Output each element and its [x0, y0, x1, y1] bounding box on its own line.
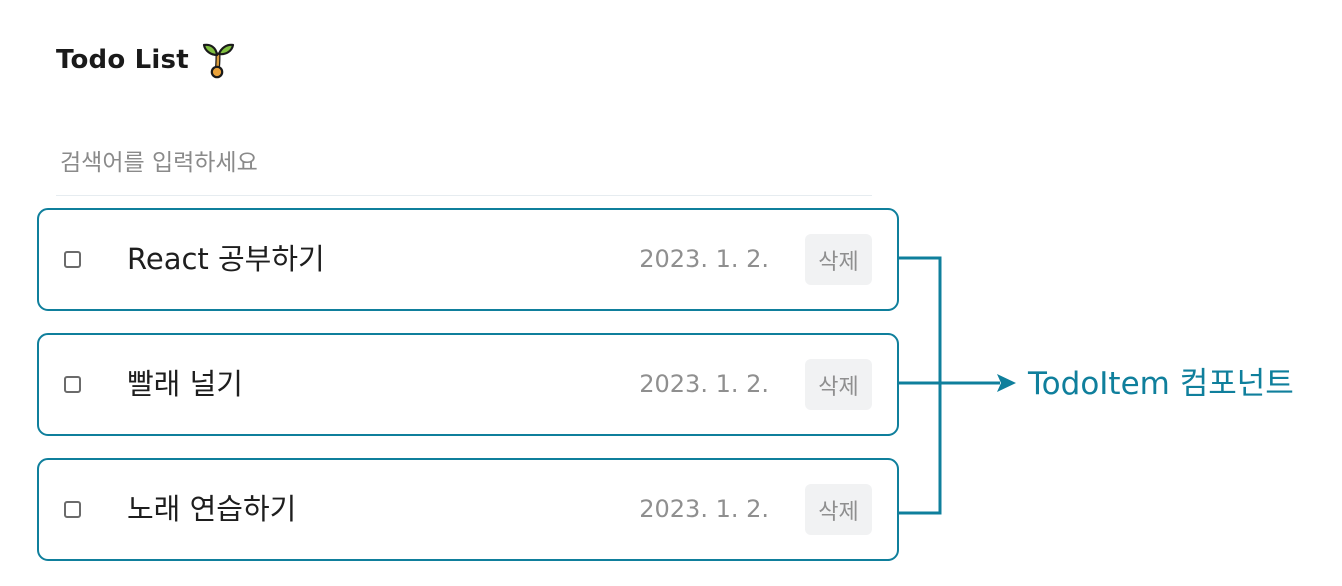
- todo-content: 노래 연습하기: [127, 492, 297, 526]
- page-title: Todo List: [56, 40, 235, 80]
- todo-item: 노래 연습하기 2023. 1. 2. 삭제: [37, 458, 899, 561]
- todo-date: 2023. 1. 2.: [639, 495, 769, 523]
- sprout-icon: [202, 43, 234, 79]
- todo-date: 2023. 1. 2.: [639, 370, 769, 398]
- delete-button[interactable]: 삭제: [805, 359, 872, 410]
- todo-content: 빨래 널기: [127, 367, 243, 401]
- todo-checkbox[interactable]: [64, 376, 81, 393]
- search-input[interactable]: [56, 130, 872, 196]
- delete-button[interactable]: 삭제: [805, 484, 872, 535]
- delete-button[interactable]: 삭제: [805, 234, 872, 285]
- todo-date: 2023. 1. 2.: [639, 245, 769, 273]
- page-title-text: Todo List: [56, 45, 189, 75]
- todo-item: 빨래 널기 2023. 1. 2. 삭제: [37, 333, 899, 436]
- todo-checkbox[interactable]: [64, 251, 81, 268]
- todo-item: React 공부하기 2023. 1. 2. 삭제: [37, 208, 899, 311]
- todo-checkbox[interactable]: [64, 501, 81, 518]
- todo-content: React 공부하기: [127, 242, 325, 276]
- annotation-label: TodoItem 컴포넌트: [1028, 366, 1294, 402]
- arrow-head-icon: [997, 374, 1016, 392]
